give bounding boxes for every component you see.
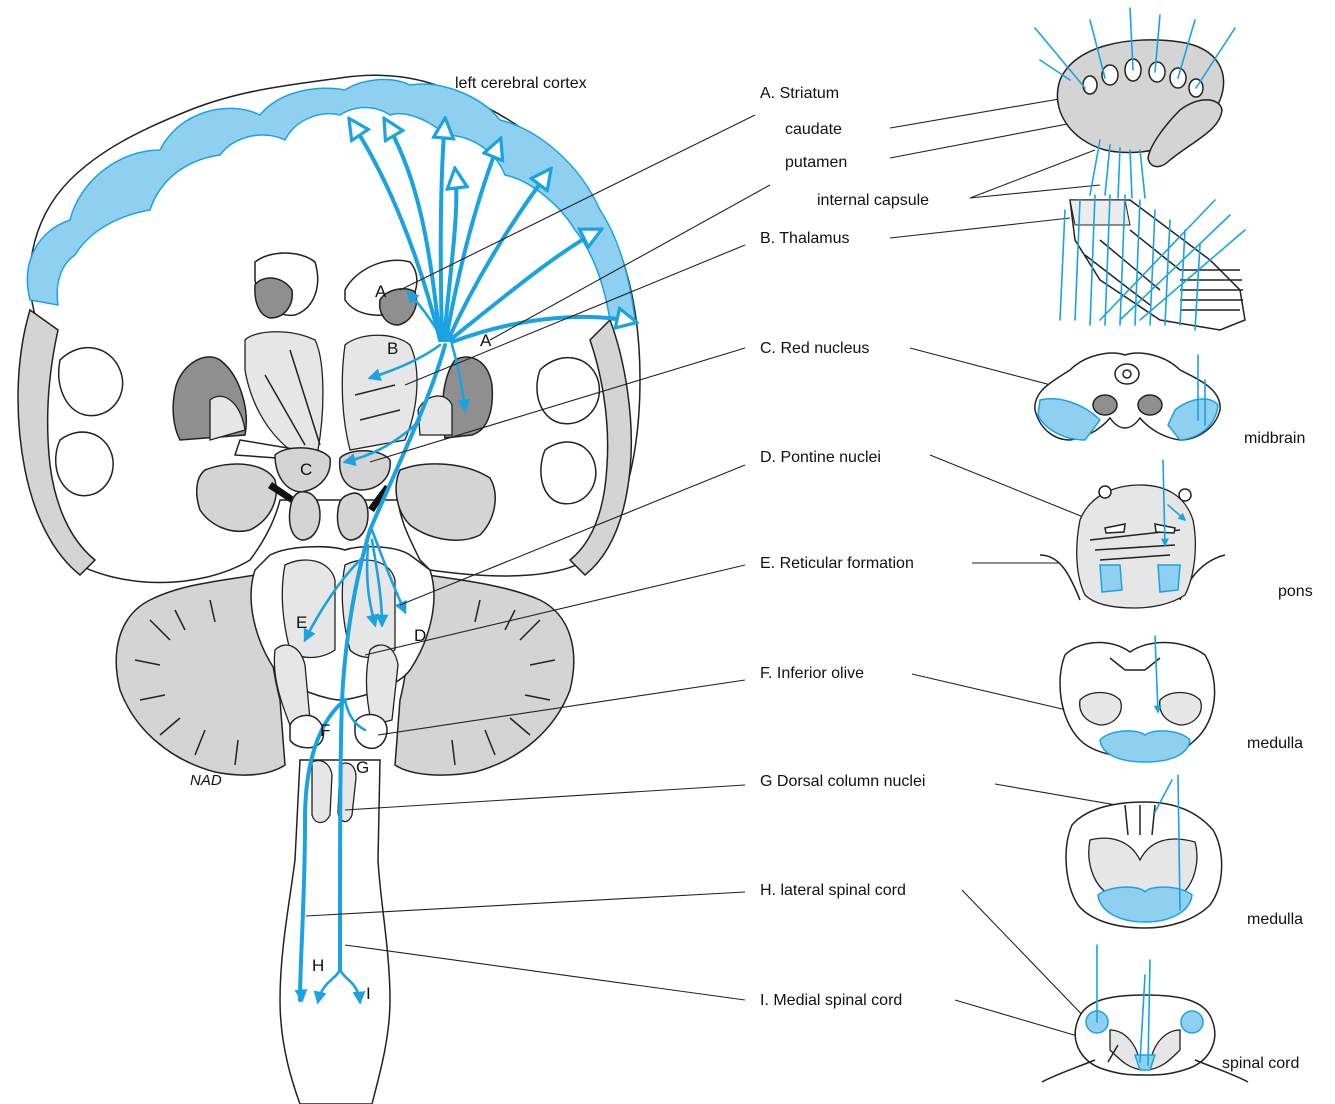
leader-dorsal-column bbox=[345, 785, 745, 810]
label-reticular-formation: E. Reticular formation bbox=[760, 555, 914, 572]
pontine-nuclei-left-mini bbox=[1100, 565, 1122, 592]
pontine-gray-left bbox=[282, 560, 335, 658]
label-spinal-cord: spinal cord bbox=[1222, 1055, 1299, 1072]
thalamus-schematic bbox=[1060, 195, 1245, 330]
letter-h: H bbox=[312, 956, 324, 975]
brainstem-column-left bbox=[290, 492, 321, 540]
leader-r-lateral bbox=[962, 890, 1092, 1025]
label-midbrain: midbrain bbox=[1244, 430, 1305, 447]
label-caudate: caudate bbox=[785, 121, 842, 138]
gyrus-right-2 bbox=[541, 442, 596, 504]
letter-g: G bbox=[356, 758, 369, 777]
letter-a-upper: A bbox=[375, 282, 387, 301]
letter-b: B bbox=[387, 339, 398, 358]
label-left-cerebral-cortex: left cerebral cortex bbox=[455, 75, 587, 92]
letter-e: E bbox=[296, 613, 307, 632]
leader-r-capsule-2 bbox=[970, 185, 1100, 198]
label-pontine-nuclei: D. Pontine nuclei bbox=[760, 449, 881, 466]
letter-i: I bbox=[366, 984, 371, 1003]
midbrain-schematic bbox=[1035, 353, 1220, 440]
leader-r-olive bbox=[912, 674, 1075, 712]
label-medial-spinal-cord: I. Medial spinal cord bbox=[760, 992, 902, 1009]
red-nucleus-left-mini bbox=[1093, 395, 1117, 415]
red-nucleus-right-mini bbox=[1138, 395, 1162, 415]
label-striatum: A. Striatum bbox=[760, 85, 839, 102]
pons-schematic bbox=[1040, 460, 1225, 608]
letter-f: F bbox=[320, 721, 330, 740]
label-internal-capsule: internal capsule bbox=[817, 192, 929, 209]
lower-medulla-schematic bbox=[1066, 775, 1222, 928]
leader-r-striatum bbox=[890, 98, 1065, 128]
globus-pallidus-right bbox=[418, 396, 452, 435]
label-medulla-upper: medulla bbox=[1247, 735, 1303, 752]
leader-r-thalamus bbox=[890, 218, 1070, 238]
leader-r-capsule-1 bbox=[970, 150, 1095, 198]
letter-c: C bbox=[300, 460, 312, 479]
olive-area-right bbox=[366, 645, 398, 725]
label-pons: pons bbox=[1278, 583, 1313, 600]
gyrus-left-2 bbox=[56, 432, 113, 496]
brainstem-column-right bbox=[338, 493, 369, 540]
letter-d: D bbox=[414, 626, 426, 645]
spinal-cord-outline bbox=[280, 760, 390, 1104]
inferior-olive-right bbox=[355, 715, 387, 749]
pyramids-upper-medulla bbox=[1100, 731, 1190, 762]
gyrus-right-1 bbox=[537, 358, 599, 424]
label-dorsal-column-nuclei: G Dorsal column nuclei bbox=[760, 773, 925, 790]
label-putamen: putamen bbox=[785, 154, 847, 171]
leader-medial-cord bbox=[345, 945, 745, 1000]
label-medulla-lower: medulla bbox=[1247, 911, 1303, 928]
artist-signature: NAD bbox=[190, 772, 222, 789]
inferior-olive-left bbox=[290, 715, 324, 747]
label-red-nucleus: C. Red nucleus bbox=[760, 340, 869, 357]
dorsal-column-nuclei-left bbox=[312, 761, 332, 823]
label-inferior-olive: F. Inferior olive bbox=[760, 665, 864, 682]
lateral-corticospinal-right bbox=[1181, 1011, 1203, 1033]
spinal-cord-schematic bbox=[1042, 945, 1248, 1082]
striatum-schematic bbox=[1035, 8, 1235, 198]
coronal-brain-section bbox=[18, 75, 640, 1104]
label-thalamus: B. Thalamus bbox=[760, 230, 850, 247]
letter-a-lower: A bbox=[480, 331, 492, 350]
pontine-nuclei-right-mini bbox=[1158, 565, 1180, 592]
upper-medulla-schematic bbox=[1060, 636, 1215, 762]
label-lateral-spinal-cord: H. lateral spinal cord bbox=[760, 882, 906, 899]
